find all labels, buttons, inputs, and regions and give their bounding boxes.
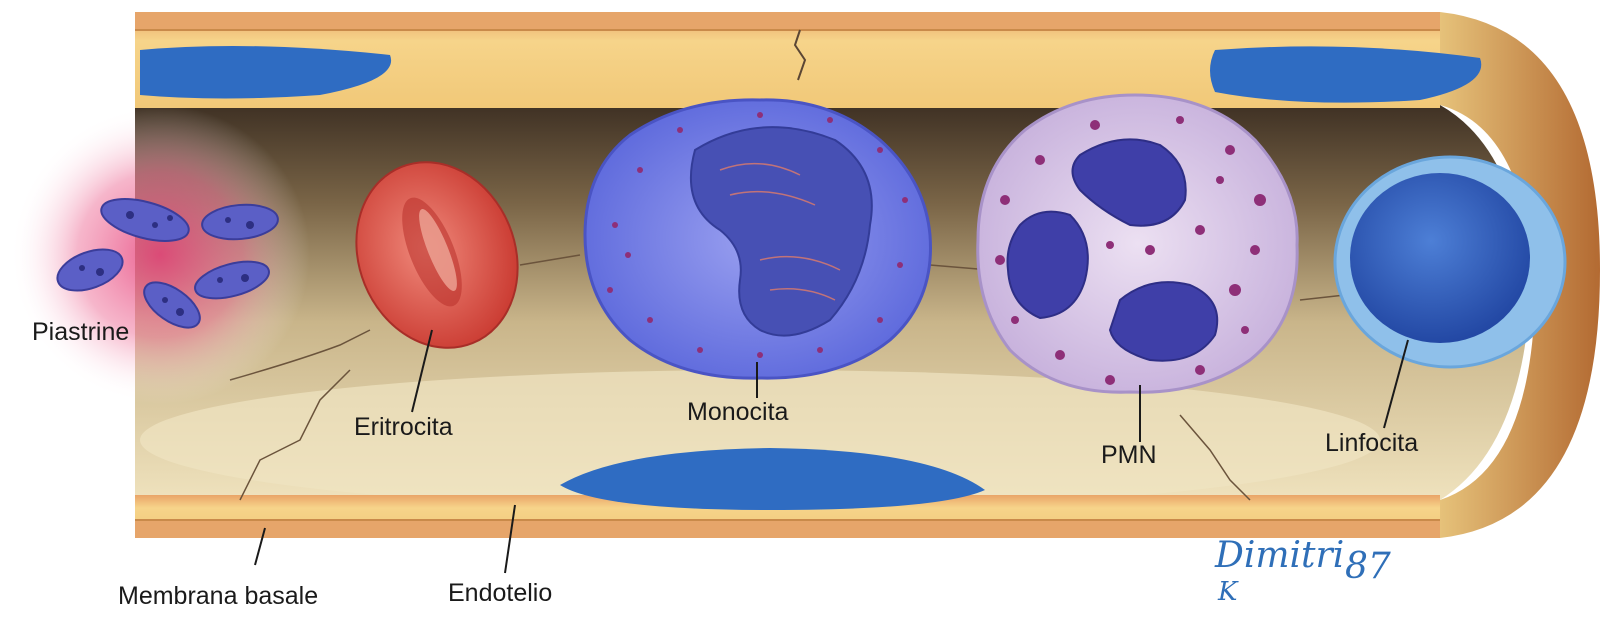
artist-signature: Dimitri K 87 [1214,535,1391,607]
platelets-group [10,105,310,405]
label-monocita: Monocita [687,398,789,426]
label-linfocita: Linfocita [1325,429,1418,457]
label-endotelio: Endotelio [448,579,552,607]
lymphocyte-nucleus [1350,173,1530,343]
label-membrana-basale: Membrana basale [118,582,318,610]
signature-initial: K [1217,577,1239,607]
lymphocyte [1335,157,1565,367]
signature-name: Dimitri [1214,535,1344,576]
pmn-neutrophil [978,95,1297,392]
label-piastrine: Piastrine [32,318,129,346]
signature-year: 87 [1345,546,1391,587]
label-eritrocita: Eritrocita [354,413,453,441]
monocyte [585,100,931,378]
label-pmn: PMN [1101,441,1157,469]
